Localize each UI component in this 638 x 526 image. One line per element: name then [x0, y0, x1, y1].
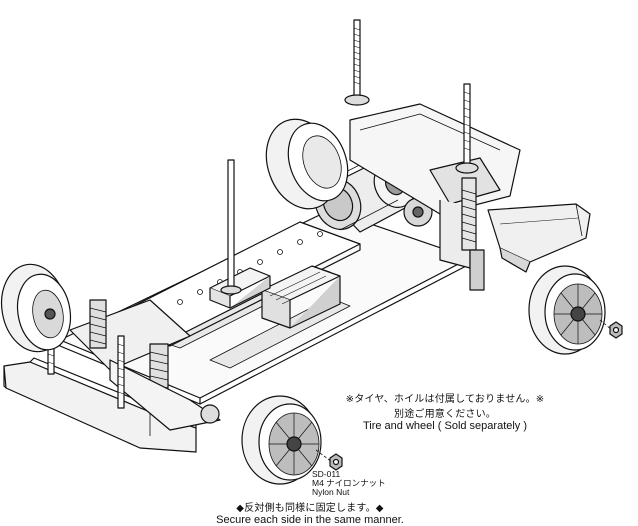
esc-unit: [261, 265, 341, 329]
nylon-nut-rear: [599, 319, 623, 339]
secure-note-en: Secure each side in the same manner.: [216, 514, 404, 526]
part-name-en: Nylon Nut: [312, 487, 350, 497]
front-left-wheel: [0, 263, 72, 353]
rear-wing: [487, 203, 591, 273]
nylon-nut-label: SD-011 M4 ナイロンナット Nylon Nut: [312, 470, 386, 497]
tire-wheel-note: ※タイヤ、ホイルは付属しておりません。※ 別途ご用意ください。 Tire and…: [320, 390, 570, 432]
part-name-jp: M4 ナイロンナット: [312, 478, 386, 488]
rear-right-wheel: [528, 265, 606, 355]
nylon-nut-front: [315, 449, 343, 471]
secure-note: ◆反対側も同様に固定します。◆ Secure each side in the …: [210, 499, 410, 526]
front-suspension: [69, 299, 221, 431]
secure-note-jp: ◆反対側も同様に固定します。◆: [236, 503, 384, 514]
tire-note-en: Tire and wheel ( Sold separately ): [362, 420, 528, 432]
rear-left-wheel: [265, 118, 349, 210]
part-code: SD-011: [312, 469, 341, 479]
rear-shock: [461, 177, 485, 291]
front-right-wheel: [241, 395, 322, 485]
tire-note-jp-line-2: 別途ご用意ください。: [394, 409, 496, 420]
tire-note-jp-line-1: ※タイヤ、ホイルは付属しておりません。※: [345, 394, 545, 405]
